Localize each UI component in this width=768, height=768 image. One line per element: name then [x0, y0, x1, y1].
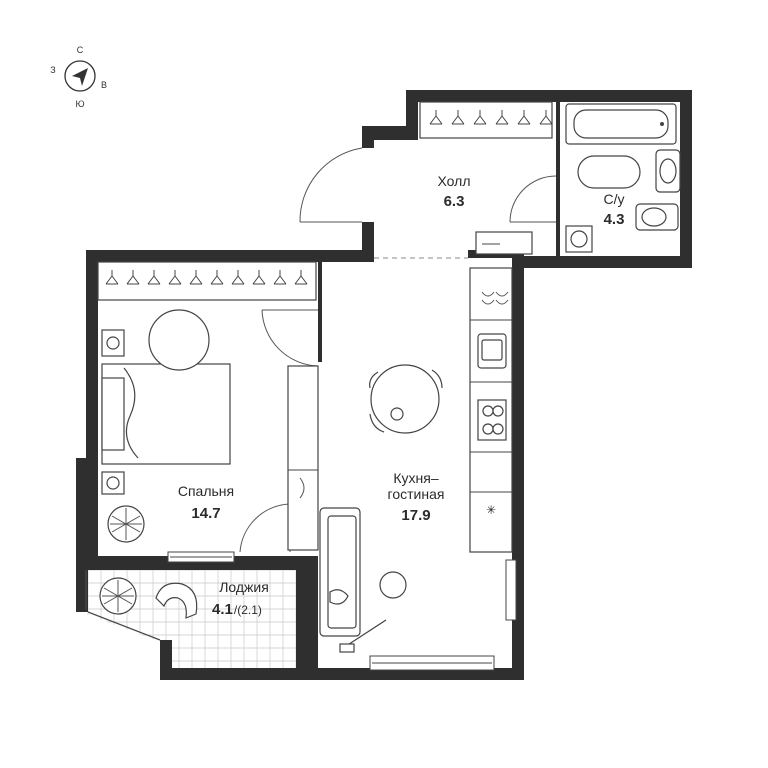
- tv-cabinet: [287, 365, 319, 551]
- wall-hall-jamb-top: [362, 126, 374, 148]
- compass: С Ю В З: [50, 45, 107, 109]
- wall-hall-left-upper: [406, 90, 418, 136]
- wall-top-hall: [406, 90, 692, 102]
- bedroom-wardrobe: [97, 261, 317, 301]
- bedroom-door-swing: [261, 309, 319, 367]
- wall-bath-hall: [556, 102, 560, 262]
- wall-bedroom-left: [86, 250, 98, 562]
- loggia-area-reduced: /(2.1): [234, 603, 262, 617]
- shoe-rack-icon: [475, 231, 533, 255]
- wall-bath-bottom: [512, 256, 692, 268]
- wall-loggia-left: [76, 556, 88, 612]
- loggia-floor: [80, 569, 297, 680]
- hanger-icon: [231, 270, 245, 285]
- sofa-icon: [319, 507, 361, 637]
- bedroom-area: 14.7: [191, 505, 220, 522]
- compass-south: Ю: [75, 99, 84, 109]
- svg-text:4.1/(2.1): 4.1/(2.1): [212, 601, 262, 618]
- bathroom-area: 4.3: [604, 211, 625, 228]
- bathroom-fixtures: [475, 103, 681, 255]
- compass-east: В: [101, 80, 107, 90]
- compass-north: С: [77, 45, 84, 55]
- wall-loggia-right: [296, 556, 318, 680]
- wall-bedroom-top: [86, 250, 374, 262]
- kitchen-area: 17.9: [401, 507, 430, 524]
- kitchen-side-window: [505, 559, 517, 621]
- compass-arrow-icon: [72, 68, 88, 86]
- hall-wardrobe: [419, 101, 553, 139]
- hanger-icon: [495, 110, 509, 125]
- entrance-door-swing: [299, 147, 363, 223]
- room-labels: Холл 6.3 С/у 4.3 Спальня 14.7 Кухня– гос…: [178, 173, 625, 618]
- kitchen-counter: ✳: [469, 267, 513, 553]
- hanger-icon: [189, 270, 203, 285]
- kitchen-name-line1: Кухня–: [393, 470, 438, 486]
- hanger-icon: [105, 270, 119, 285]
- bathroom-name: С/у: [604, 191, 625, 207]
- hanger-icon: [473, 110, 487, 125]
- coffee-table-icon: [379, 571, 407, 599]
- hanger-icon: [147, 270, 161, 285]
- dish-rack-icon: [481, 291, 509, 305]
- hanger-icon: [252, 270, 266, 285]
- fridge-icon: ✳: [486, 503, 496, 517]
- bedroom-lamp-icon: [299, 477, 305, 499]
- wall-kitchen-bottom: [306, 668, 524, 680]
- hanger-icon: [273, 270, 287, 285]
- dining-table-icon: [369, 364, 443, 434]
- wall-partition-upper: [318, 262, 322, 362]
- hanger-icon: [168, 270, 182, 285]
- walls: [76, 90, 692, 680]
- loggia-diagonal-edge: [87, 611, 161, 641]
- loggia-name: Лоджия: [219, 579, 269, 595]
- hanger-icon: [210, 270, 224, 285]
- loggia-door-swing: [239, 503, 291, 553]
- washing-machine-icon: [577, 155, 641, 189]
- loggia-chair-icon: [155, 582, 198, 619]
- wall-bedroom-left-lower: [76, 458, 88, 570]
- kitchen-name-line2: гостиная: [388, 486, 445, 502]
- hanger-icon: [517, 110, 531, 125]
- cooktop-icon: [477, 399, 507, 441]
- doors: [239, 147, 557, 553]
- wall-hall-step: [362, 126, 418, 140]
- bedroom-chair-icon: [148, 309, 210, 371]
- compass-ring: [64, 60, 96, 92]
- hanger-icon: [451, 110, 465, 125]
- loggia-area: 4.1: [212, 601, 233, 618]
- hall-name: Холл: [438, 173, 471, 189]
- compass-west: З: [50, 65, 55, 75]
- loggia-corner-mask: [80, 612, 160, 680]
- hanger-icon: [294, 270, 308, 285]
- hanger-icon: [539, 110, 553, 125]
- hanger-icon: [429, 110, 443, 125]
- loggia-plant-icon: [99, 577, 137, 615]
- bedroom-plant-icon: [107, 505, 145, 543]
- wall-bedroom-bottom: [86, 556, 318, 570]
- hall-area: 6.3: [444, 193, 465, 210]
- bed-icon: [101, 363, 231, 465]
- hanger-icon: [126, 270, 140, 285]
- wall-loggia-bottom: [160, 668, 324, 680]
- bathroom-door-swing: [509, 175, 557, 223]
- bedroom-name: Спальня: [178, 483, 234, 499]
- wall-right-bath: [680, 90, 692, 268]
